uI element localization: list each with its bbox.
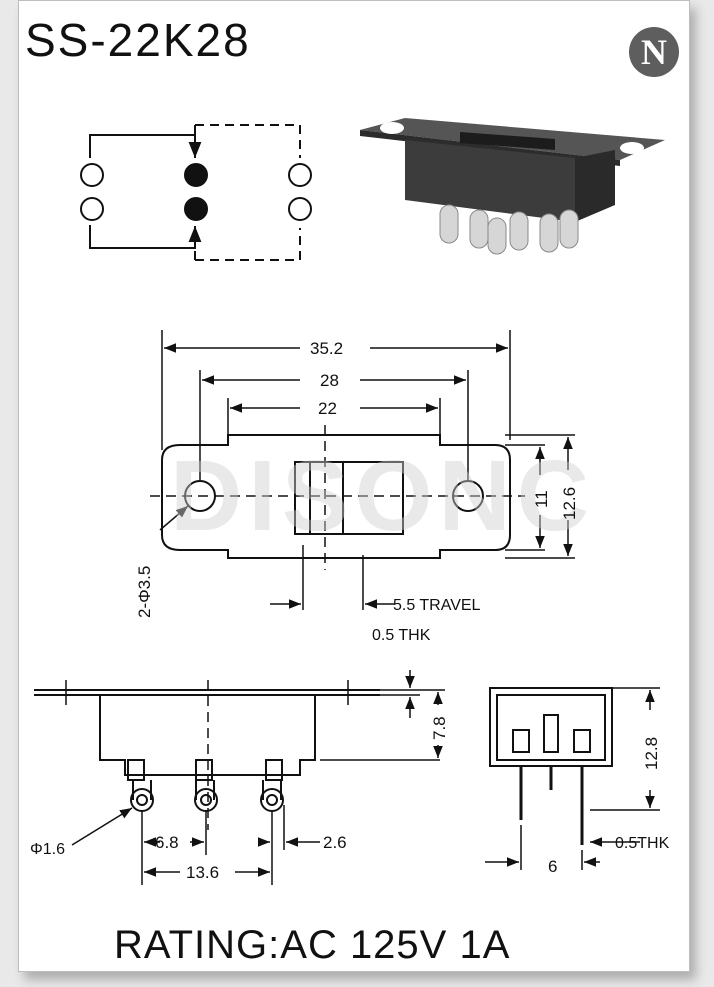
dim-width-inner: 11 bbox=[532, 490, 551, 508]
watermark: DISONC bbox=[170, 440, 595, 552]
rating-label: RATING:AC 125V 1A bbox=[114, 923, 511, 967]
dim-pin-diameter: Φ1.6 bbox=[30, 841, 65, 858]
dim-body-height: 7.8 bbox=[430, 716, 449, 740]
dim-pin-pitch: 6.8 bbox=[155, 833, 179, 852]
circuit-schematic bbox=[80, 124, 312, 261]
dim-travel: 5.5 TRAVEL bbox=[393, 597, 481, 614]
dim-width-outer: 12.6 bbox=[560, 487, 579, 520]
dim-hole-pitch: 28 bbox=[320, 371, 339, 390]
dim-pin-span: 13.6 bbox=[186, 863, 219, 882]
dim-thickness-top: 0.5 THK bbox=[372, 627, 431, 644]
dim-pin-width: 2.6 bbox=[323, 833, 347, 852]
top-view-drawing bbox=[150, 330, 575, 610]
product-photo bbox=[360, 118, 665, 255]
dim-slot-length: 22 bbox=[318, 399, 337, 418]
brand-logo-icon: N bbox=[629, 27, 679, 77]
side-view-drawing bbox=[485, 687, 660, 870]
dim-overall-length: 35.2 bbox=[310, 339, 343, 358]
dim-hole-note: 2-Φ3.5 bbox=[135, 566, 154, 618]
front-view-drawing bbox=[34, 670, 445, 885]
dim-side-height: 12.8 bbox=[642, 737, 661, 770]
dim-side-pitch: 6 bbox=[548, 857, 557, 876]
dim-side-thickness: 0.5THK bbox=[615, 835, 670, 852]
part-number-title: SS-22K28 bbox=[25, 14, 251, 66]
